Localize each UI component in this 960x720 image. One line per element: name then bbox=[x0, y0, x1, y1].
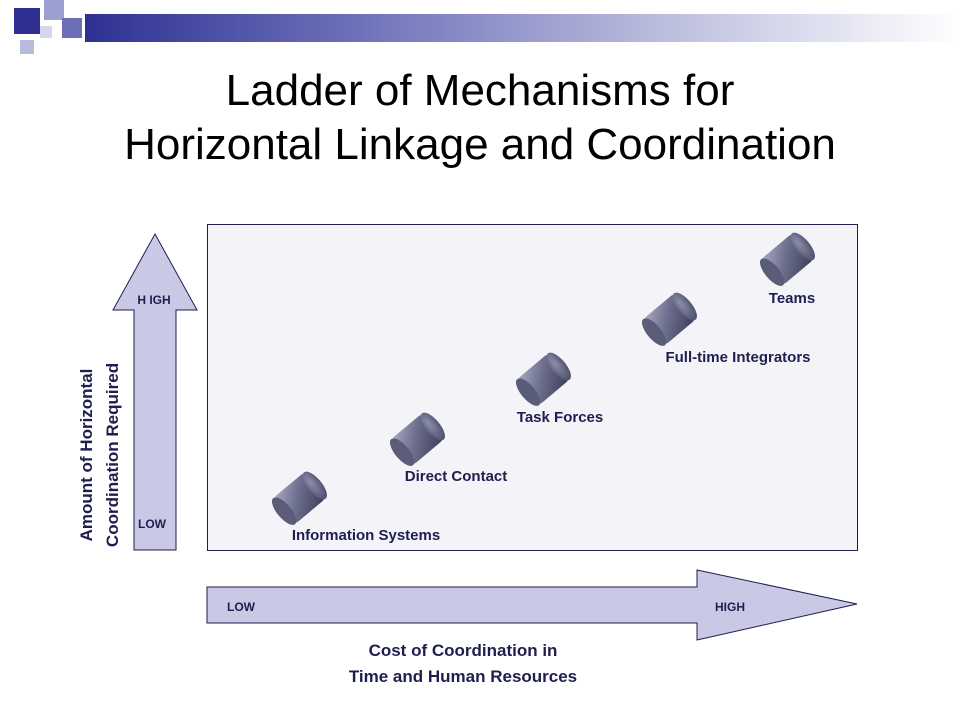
title-line-2: Horizontal Linkage and Coordination bbox=[124, 120, 836, 169]
vertical-axis-arrow bbox=[112, 232, 198, 551]
mechanism-step: Task Forces bbox=[515, 352, 603, 426]
header-gradient-bar bbox=[85, 14, 960, 42]
mechanism-step: Teams bbox=[759, 232, 815, 307]
cylinder-icon bbox=[515, 352, 571, 406]
horizontal-axis-arrow bbox=[206, 569, 858, 641]
corner-square-light bbox=[44, 0, 64, 20]
corner-square-dark bbox=[14, 8, 40, 34]
mechanism-step: Information Systems bbox=[271, 471, 440, 544]
cylinder-icon bbox=[271, 471, 327, 525]
mechanism-step: Direct Contact bbox=[389, 412, 508, 485]
vertical-axis-title-line-1: Amount of Horizontal bbox=[77, 369, 96, 542]
mechanism-step: Full-time Integrators bbox=[641, 292, 811, 366]
horizontal-axis-title-line-2: Time and Human Resources bbox=[349, 667, 577, 686]
vertical-axis-title-line-2: Coordination Required bbox=[103, 363, 122, 547]
corner-square-small bbox=[20, 40, 34, 54]
title-line-1: Ladder of Mechanisms for bbox=[225, 66, 735, 115]
cylinder-icon bbox=[389, 412, 445, 466]
horizontal-low-label: LOW bbox=[227, 600, 256, 614]
horizontal-high-label: HIGH bbox=[715, 600, 745, 614]
mechanism-label: Task Forces bbox=[517, 409, 603, 426]
corner-square-small-2 bbox=[40, 26, 52, 38]
corner-square-medium bbox=[62, 18, 82, 38]
vertical-high-label: H IGH bbox=[137, 293, 170, 307]
horizontal-axis-title-line-1: Cost of Coordination in bbox=[369, 641, 558, 660]
mechanism-label: Full-time Integrators bbox=[665, 349, 810, 366]
mechanism-label: Direct Contact bbox=[405, 468, 508, 485]
cylinder-icon bbox=[759, 232, 815, 286]
vertical-low-label: LOW bbox=[138, 517, 167, 531]
slide-title: Ladder of Mechanisms for Horizontal Link… bbox=[0, 64, 960, 172]
cylinder-icon bbox=[641, 292, 697, 346]
mechanism-label: Teams bbox=[769, 290, 815, 307]
mechanism-label: Information Systems bbox=[292, 527, 440, 544]
